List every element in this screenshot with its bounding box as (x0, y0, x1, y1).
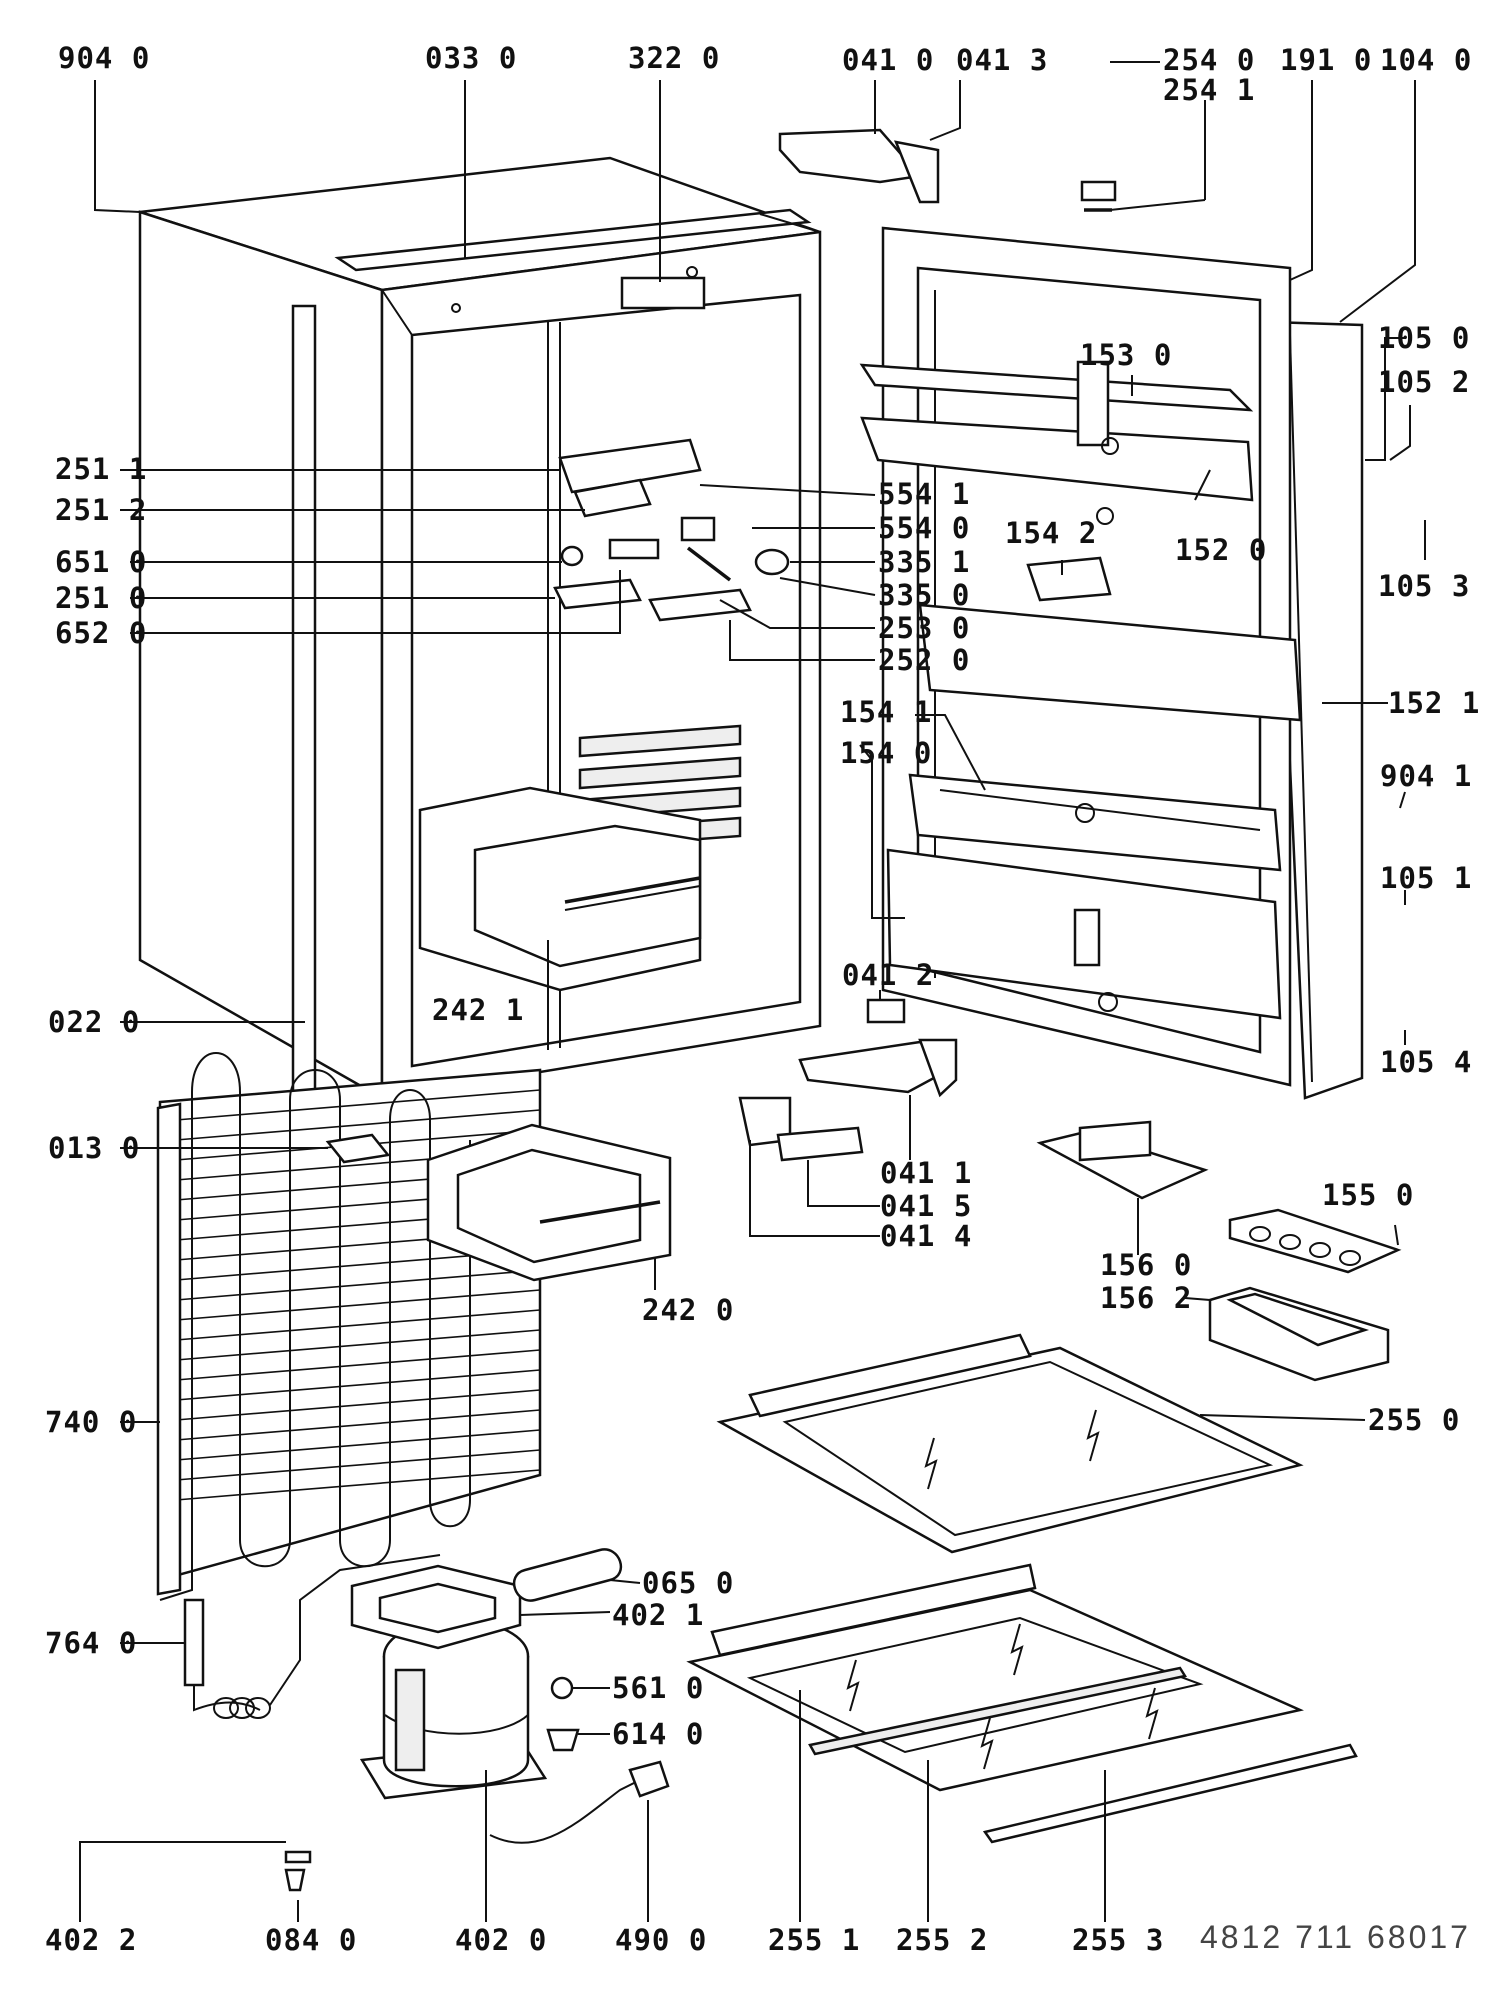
door-hardware (1026, 180, 1119, 1012)
tray-1562 (1208, 1286, 1390, 1382)
crisper-drawer-2421 (418, 786, 702, 992)
label-2551: 255 1 (768, 1923, 860, 1957)
label-1040: 104 0 (1380, 43, 1472, 77)
compressor-4020 (359, 1618, 548, 1800)
label-1562: 156 2 (1100, 1281, 1192, 1315)
tray-2420 (426, 1123, 672, 1282)
top-hinge-0410 (778, 128, 940, 204)
glass-shelf-2551 (686, 1563, 1304, 1792)
label-0412: 041 2 (842, 958, 934, 992)
label-1521: 152 1 (1388, 686, 1480, 720)
label-1520: 152 0 (1175, 533, 1267, 567)
document-number: 4812 711 68017 (1200, 1919, 1471, 1955)
label-2540: 254 0 (1163, 43, 1255, 77)
label-9041: 904 1 (1380, 759, 1472, 793)
label-0413: 041 3 (956, 43, 1048, 77)
label-5610: 561 0 (612, 1671, 704, 1705)
label-5540: 554 0 (878, 511, 970, 545)
compressor-mount-4021 (350, 1564, 522, 1650)
door-panel-1040 (1268, 320, 1364, 1100)
label-2553: 255 3 (1072, 1923, 1164, 1957)
label-0330: 033 0 (425, 41, 517, 75)
label-0130: 013 0 (48, 1131, 140, 1165)
label-0410: 041 0 (842, 43, 934, 77)
label-2552: 255 2 (896, 1923, 988, 1957)
label-3350: 335 0 (878, 578, 970, 612)
label-0220: 022 0 (48, 1005, 140, 1039)
relay-parts (284, 1676, 580, 1892)
label-2510: 251 0 (55, 581, 147, 615)
label-1052: 105 2 (1378, 365, 1470, 399)
label-4900: 490 0 (615, 1923, 707, 1957)
label-6510: 651 0 (55, 545, 147, 579)
power-cord-4900 (489, 1760, 670, 1844)
bracket-0130 (325, 1133, 391, 1164)
label-1054: 105 4 (1380, 1045, 1472, 1079)
label-1050: 105 0 (1378, 321, 1470, 355)
label-1910: 191 0 (1280, 43, 1372, 77)
hinge-brackets-0414-0415 (738, 1096, 864, 1162)
label-2550: 255 0 (1368, 1403, 1460, 1437)
seal-strip-0220 (291, 304, 317, 1120)
label-2541: 254 1 (1163, 73, 1255, 107)
butter-dish-1560 (1036, 1120, 1209, 1200)
label-6520: 652 0 (55, 616, 147, 650)
drier-7640 (183, 1554, 441, 1719)
label-4021: 402 1 (612, 1598, 704, 1632)
control-housing-2511 (558, 438, 702, 518)
label-0411: 041 1 (880, 1156, 972, 1190)
label-1051: 105 1 (1380, 861, 1472, 895)
label-7640: 764 0 (45, 1626, 137, 1660)
bottom-hinge-0411 (798, 998, 958, 1098)
thermostat-parts (553, 276, 790, 622)
label-3220: 322 0 (628, 41, 720, 75)
label-2421: 242 1 (432, 993, 524, 1027)
label-5541: 554 1 (878, 477, 970, 511)
label-2520: 252 0 (878, 643, 970, 677)
label-2511: 251 1 (55, 452, 147, 486)
label-2530: 253 0 (878, 611, 970, 645)
label-3351: 335 1 (878, 545, 970, 579)
label-1560: 156 0 (1100, 1248, 1192, 1282)
label-1530: 153 0 (1080, 338, 1172, 372)
label-0650: 065 0 (642, 1566, 734, 1600)
label-1541: 154 1 (840, 695, 932, 729)
shelf-trim-2552-2553 (808, 1666, 1358, 1844)
label-1542: 154 2 (1005, 516, 1097, 550)
label-1540: 154 0 (840, 736, 932, 770)
label-2420: 242 0 (642, 1293, 734, 1327)
label-0415: 041 5 (880, 1189, 972, 1223)
condenser-7400 (156, 1052, 542, 1601)
label-1550: 155 0 (1322, 1178, 1414, 1212)
egg-tray-1550 (1228, 1208, 1402, 1274)
label-9040: 904 0 (58, 41, 150, 75)
glass-shelf-2550 (716, 1333, 1304, 1554)
label-2512: 251 2 (55, 493, 147, 527)
callout-labels: 904 0 033 0 322 0 041 0 041 3 254 0 254 … (45, 41, 1480, 1957)
tube-0650 (513, 1548, 622, 1602)
leader-lines (79, 61, 1426, 1922)
label-4020: 402 0 (455, 1923, 547, 1957)
label-6140: 614 0 (612, 1717, 704, 1751)
label-4022: 402 2 (45, 1923, 137, 1957)
label-7400: 740 0 (45, 1405, 137, 1439)
label-0840: 084 0 (265, 1923, 357, 1957)
label-1053: 105 3 (1378, 569, 1470, 603)
label-0414: 041 4 (880, 1219, 972, 1253)
